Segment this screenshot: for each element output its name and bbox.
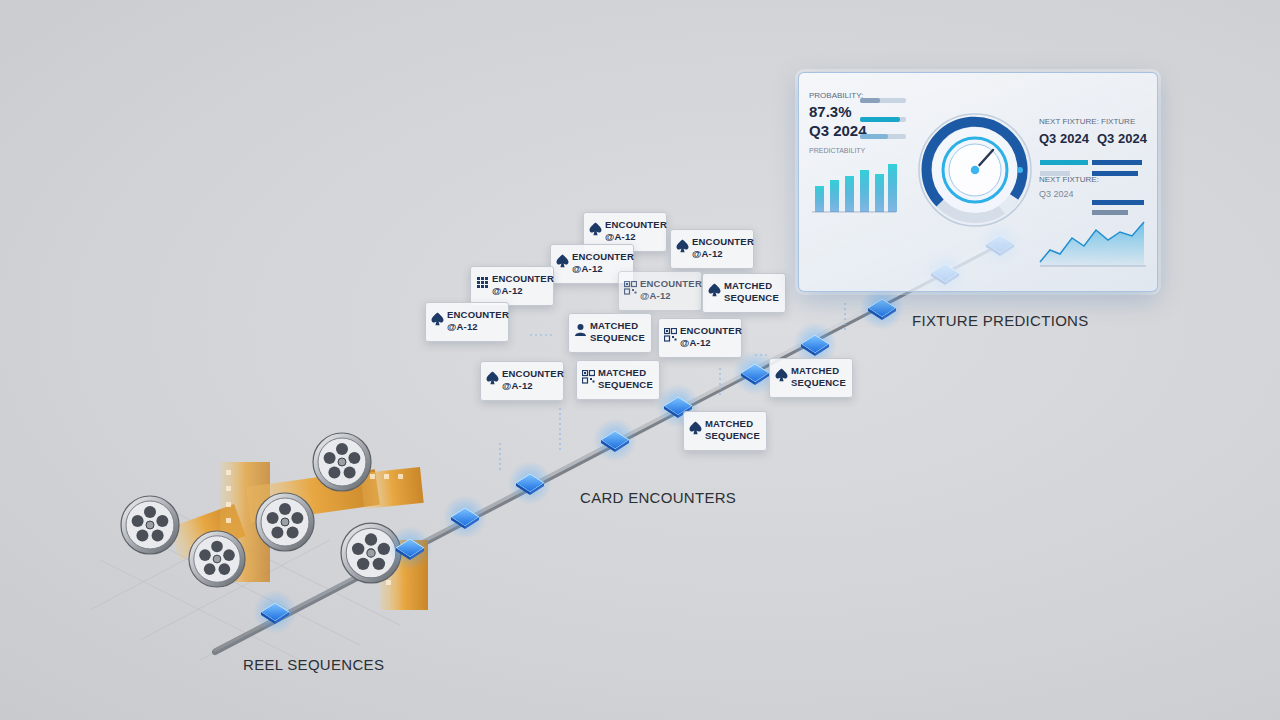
- card-icon: [589, 222, 602, 236]
- encounter-card: ENCOUNTER @A-12: [670, 229, 754, 269]
- encounter-card: MATCHED SEQUENCE: [568, 313, 652, 353]
- card-icon: [431, 312, 444, 326]
- encounter-card: MATCHED SEQUENCE: [769, 358, 853, 398]
- stage-label: FIXTURE PREDICTIONS: [912, 312, 1089, 329]
- card-text: MATCHED SEQUENCE: [724, 280, 781, 304]
- encounter-card: MATCHED SEQUENCE: [683, 411, 767, 451]
- card-icon: [676, 239, 689, 253]
- card-text: MATCHED SEQUENCE: [705, 418, 762, 442]
- dashboard-text: FIXTURE: [1101, 117, 1135, 126]
- stage-label: REEL SEQUENCES: [243, 656, 384, 673]
- encounter-card: ENCOUNTER @A-12: [618, 271, 702, 311]
- card-icon: [486, 371, 499, 385]
- dashboard-text: Q3 2024: [1039, 131, 1089, 146]
- card-icon: [775, 368, 788, 382]
- card-icon: [624, 281, 637, 295]
- card-icon: [476, 276, 489, 290]
- card-text: ENCOUNTER @A-12: [447, 309, 504, 333]
- card-text: ENCOUNTER @A-12: [605, 219, 662, 243]
- dashboard-text: Q3 2024: [1039, 189, 1074, 199]
- dashboard-text: PROBABILITY:: [809, 91, 863, 100]
- card-text: MATCHED SEQUENCE: [598, 367, 655, 391]
- card-icon: [708, 283, 721, 297]
- dashboard-text: Q3 2024: [809, 122, 867, 139]
- card-text: ENCOUNTER @A-12: [640, 278, 697, 302]
- encounter-card: MATCHED SEQUENCE: [702, 273, 786, 313]
- card-icon: [582, 370, 595, 384]
- dashboard-text: NEXT FIXTURE:: [1039, 175, 1099, 184]
- encounter-card: ENCOUNTER @A-12: [658, 318, 742, 358]
- card-text: MATCHED SEQUENCE: [791, 365, 848, 389]
- encounter-card: MATCHED SEQUENCE: [576, 360, 660, 400]
- card-text: ENCOUNTER @A-12: [492, 273, 549, 297]
- card-text: ENCOUNTER @A-12: [692, 236, 749, 260]
- card-icon: [574, 323, 587, 337]
- dashboard-text: NEXT FIXTURE:: [1039, 117, 1099, 126]
- dashboard-text: PREDICTABILITY: [809, 147, 865, 154]
- card-text: ENCOUNTER @A-12: [502, 368, 559, 392]
- encounter-card: ENCOUNTER @A-12: [480, 361, 564, 401]
- stage-label: CARD ENCOUNTERS: [580, 489, 736, 506]
- dashboard-panel: PROBABILITY:87.3%Q3 2024PREDICTABILITYNE…: [798, 72, 1158, 292]
- card-icon: [689, 421, 702, 435]
- card-icon: [664, 328, 677, 342]
- dashboard-text: 87.3%: [809, 103, 852, 120]
- card-text: ENCOUNTER @A-12: [680, 325, 737, 349]
- dashboard-text: Q3 2024: [1097, 131, 1147, 146]
- card-icon: [556, 254, 569, 268]
- encounter-card: ENCOUNTER @A-12: [470, 266, 554, 306]
- encounter-card: ENCOUNTER @A-12: [425, 302, 509, 342]
- card-text: MATCHED SEQUENCE: [590, 320, 647, 344]
